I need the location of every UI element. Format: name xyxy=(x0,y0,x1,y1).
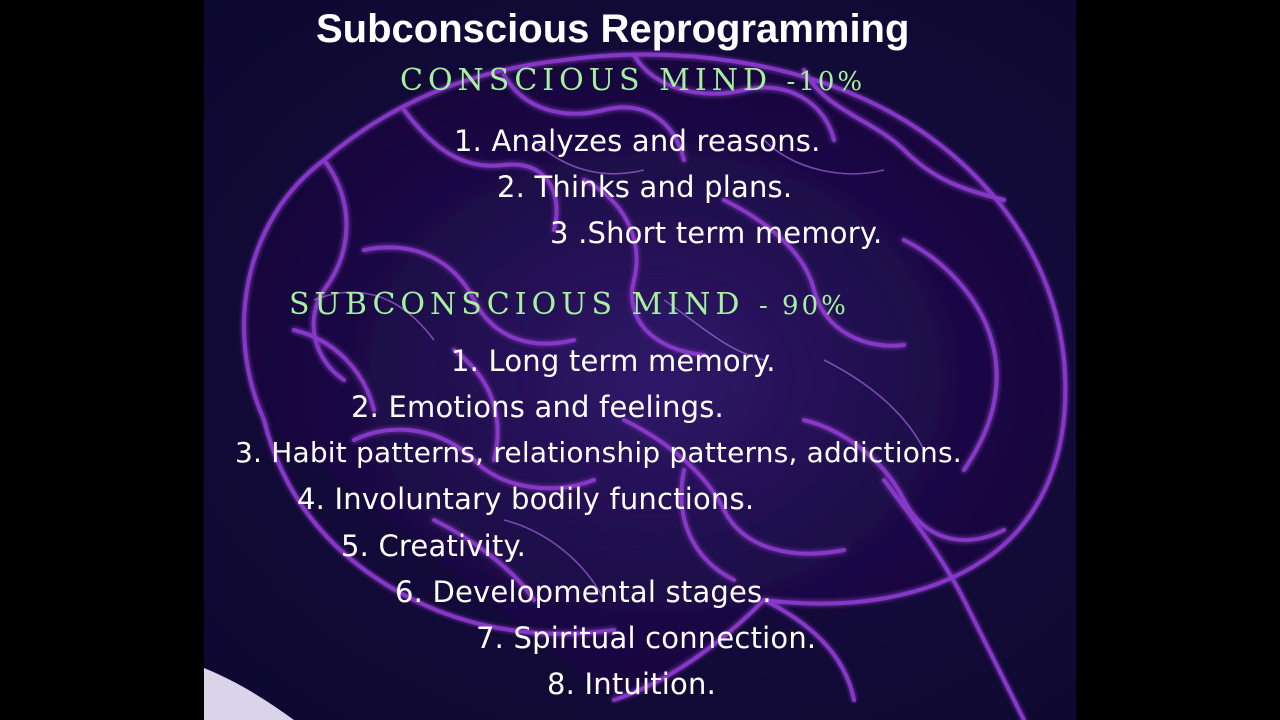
subconscious-item-7: 7. Spiritual connection. xyxy=(476,621,817,655)
poster-image: Subconscious Reprogramming CONSCIOUS MIN… xyxy=(204,0,1076,720)
corner-arc-decoration xyxy=(204,668,294,720)
subconscious-item-5: 5. Creativity. xyxy=(341,529,527,563)
subconscious-item-8: 8. Intuition. xyxy=(547,667,716,701)
subconscious-item-2: 2. Emotions and feelings. xyxy=(351,390,724,424)
conscious-item-2: 2. Thinks and plans. xyxy=(497,170,793,204)
brain-illustration xyxy=(242,52,1068,720)
subconscious-item-4: 4. Involuntary bodily functions. xyxy=(297,482,755,516)
subconscious-mind-heading: SUBCONSCIOUS MIND - 90% xyxy=(289,288,849,323)
page-title: Subconscious Reprogramming xyxy=(316,7,910,51)
conscious-item-1: 1. Analyzes and reasons. xyxy=(454,124,821,158)
conscious-mind-heading: CONSCIOUS MIND -10% xyxy=(400,64,865,99)
subconscious-item-6: 6. Developmental stages. xyxy=(395,575,772,609)
conscious-item-3: 3 .Short term memory. xyxy=(550,216,883,250)
subconscious-item-3: 3. Habit patterns, relationship patterns… xyxy=(235,436,962,469)
subconscious-item-1: 1. Long term memory. xyxy=(451,344,776,378)
subconscious-mind-heading-label: SUBCONSCIOUS MIND xyxy=(289,287,745,322)
conscious-mind-percent: -10% xyxy=(786,67,866,97)
conscious-mind-heading-label: CONSCIOUS MIND xyxy=(400,63,772,98)
subconscious-mind-percent: - 90% xyxy=(758,291,849,321)
